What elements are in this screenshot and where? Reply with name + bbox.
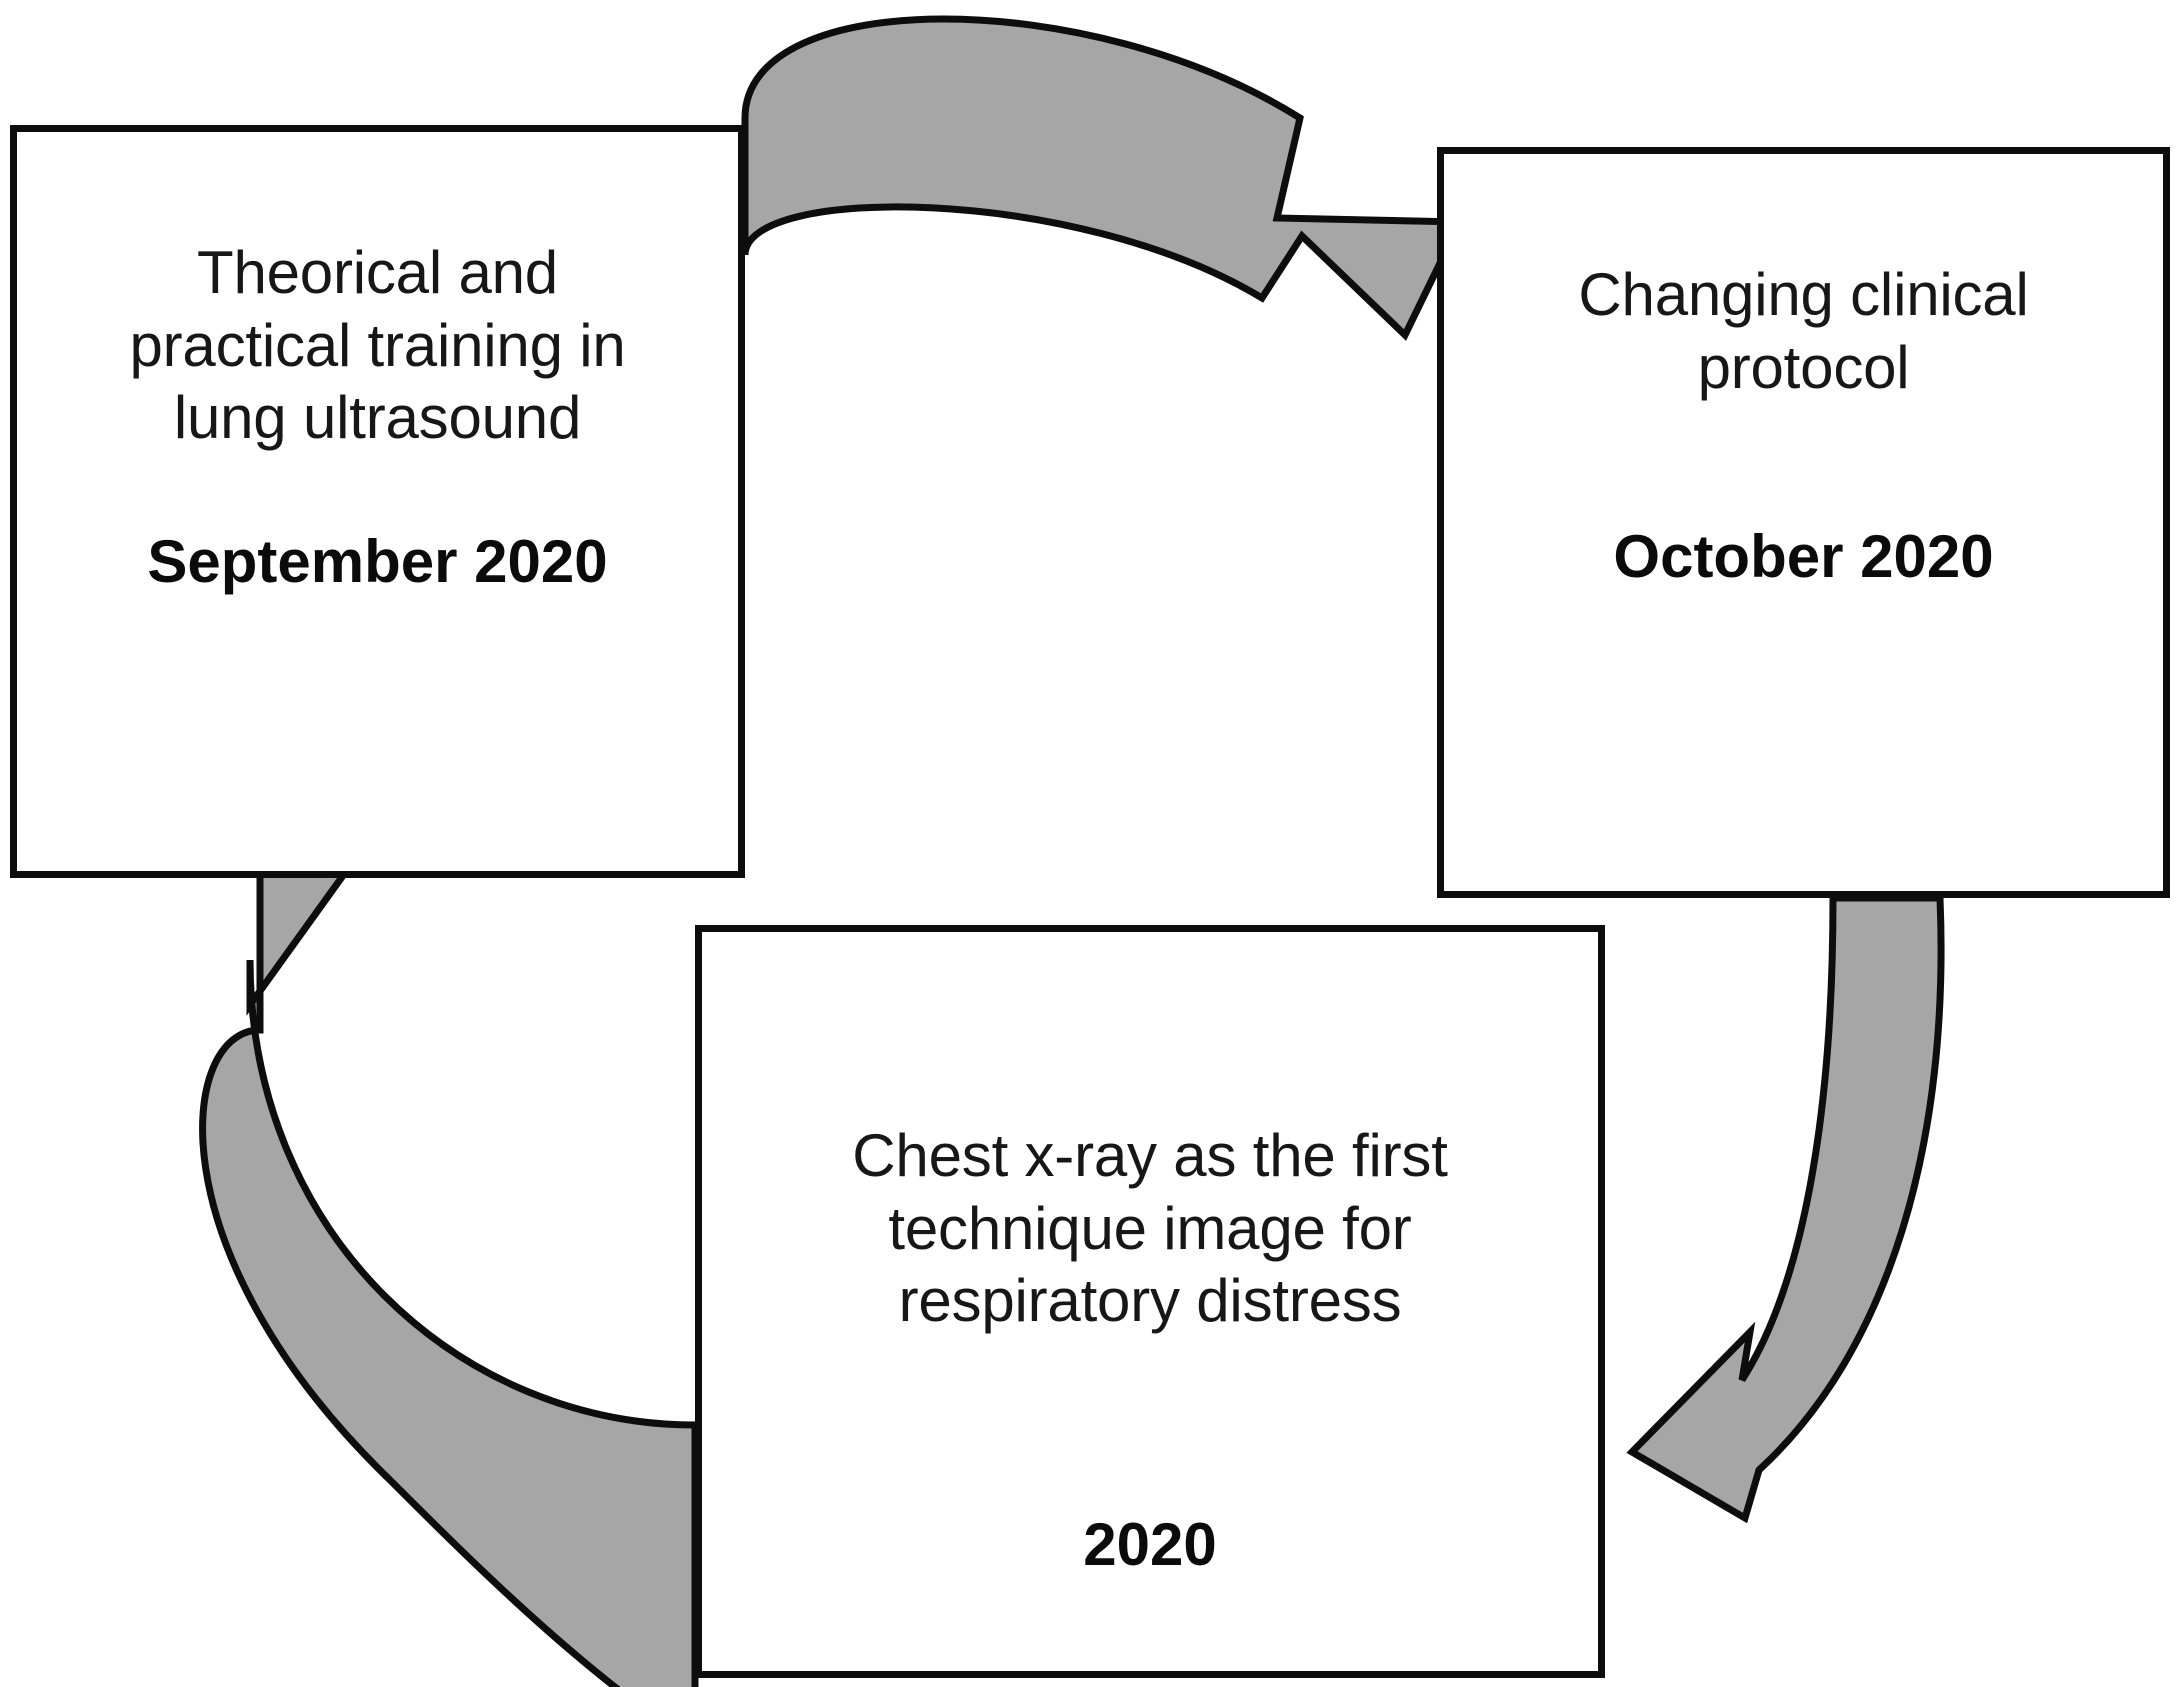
node-xray: Chest x-ray as the first technique image… [695, 925, 1605, 1678]
top-arrow-connector [741, 15, 1466, 341]
right-arrow-connector [1626, 894, 1945, 1524]
left-arrow-connector [199, 834, 699, 1687]
node-xray-title: Chest x-ray as the first technique image… [852, 1122, 1448, 1335]
node-xray-date: 2020 [1083, 1510, 1217, 1578]
node-protocol-date: October 2020 [1613, 523, 1994, 591]
node-training-title: Theorical and practical training in lung… [129, 239, 626, 452]
node-protocol-title: Changing clinical protocol [1578, 261, 2029, 401]
node-training: Theorical and practical training in lung… [10, 125, 745, 878]
node-training-date: September 2020 [147, 527, 608, 595]
node-protocol: Changing clinical protocol October 2020 [1437, 147, 2170, 898]
